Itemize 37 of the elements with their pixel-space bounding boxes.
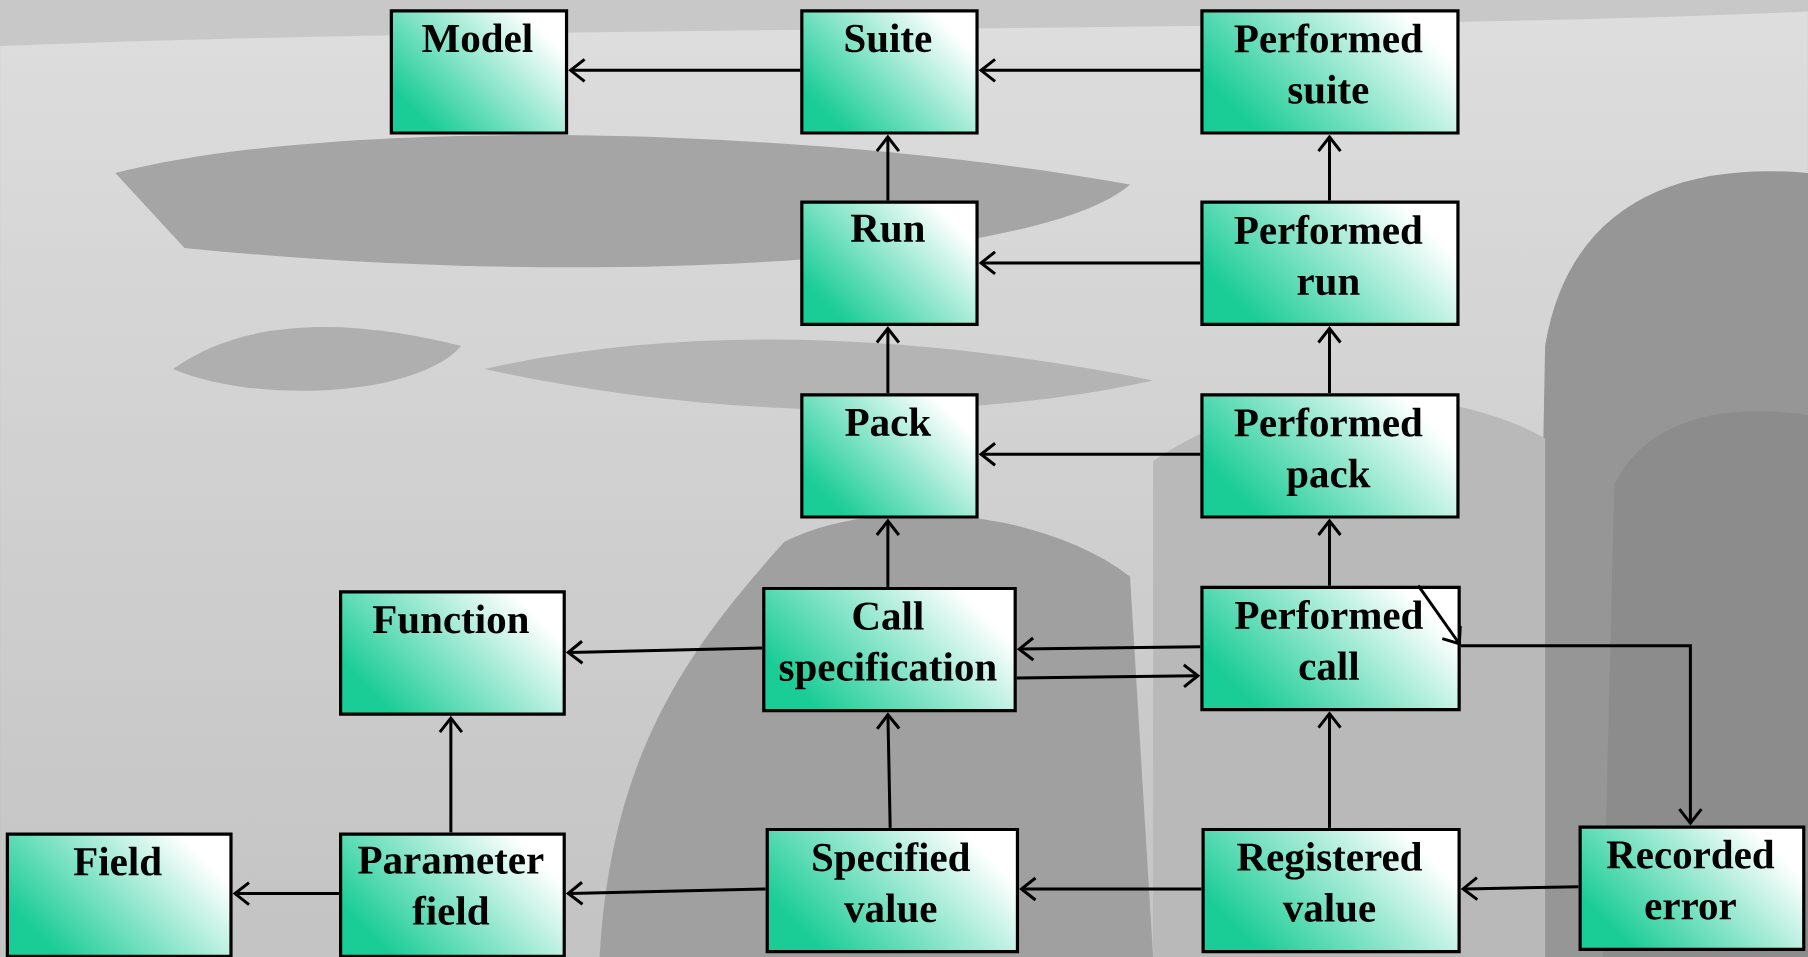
- process-box: Pack: [800, 393, 979, 519]
- arrow: [1019, 876, 1202, 902]
- arrow: [978, 250, 1201, 276]
- arrow: [978, 58, 1201, 83]
- arrow: [1016, 663, 1201, 689]
- process-box: Performed run: [1200, 200, 1460, 327]
- arrow: [1460, 644, 1703, 826]
- process-box: Registered value: [1201, 827, 1461, 954]
- arrow: [1317, 711, 1342, 828]
- arrow: [565, 640, 763, 665]
- arrow: [1417, 584, 1462, 646]
- process-box: Field: [5, 832, 233, 957]
- arrow: [568, 58, 801, 83]
- process-box: Specified value: [765, 827, 1020, 954]
- arrow: [876, 712, 901, 828]
- arrow: [978, 442, 1201, 467]
- process-box: Performed suite: [1200, 9, 1460, 135]
- process-box: Model: [389, 9, 569, 135]
- arrow: [875, 134, 901, 201]
- arrow: [232, 881, 339, 906]
- arrow: [875, 326, 901, 394]
- process-box: Suite: [800, 9, 979, 135]
- arrow: [1317, 134, 1342, 201]
- process-box: Performed call: [1200, 585, 1461, 712]
- process-box: Parameter field: [339, 832, 566, 957]
- arrow: [1460, 876, 1579, 901]
- arrow: [565, 881, 766, 906]
- process-box: Run: [800, 200, 979, 327]
- process-box: Function: [339, 590, 566, 716]
- process-box: Call specification: [762, 586, 1017, 713]
- arrow: [1317, 518, 1342, 586]
- arrow: [1317, 326, 1342, 394]
- arrow: [875, 518, 901, 587]
- process-box: Performed pack: [1200, 393, 1460, 519]
- arrow: [1016, 636, 1201, 662]
- process-box: Recorded error: [1578, 825, 1806, 951]
- arrow: [438, 715, 464, 833]
